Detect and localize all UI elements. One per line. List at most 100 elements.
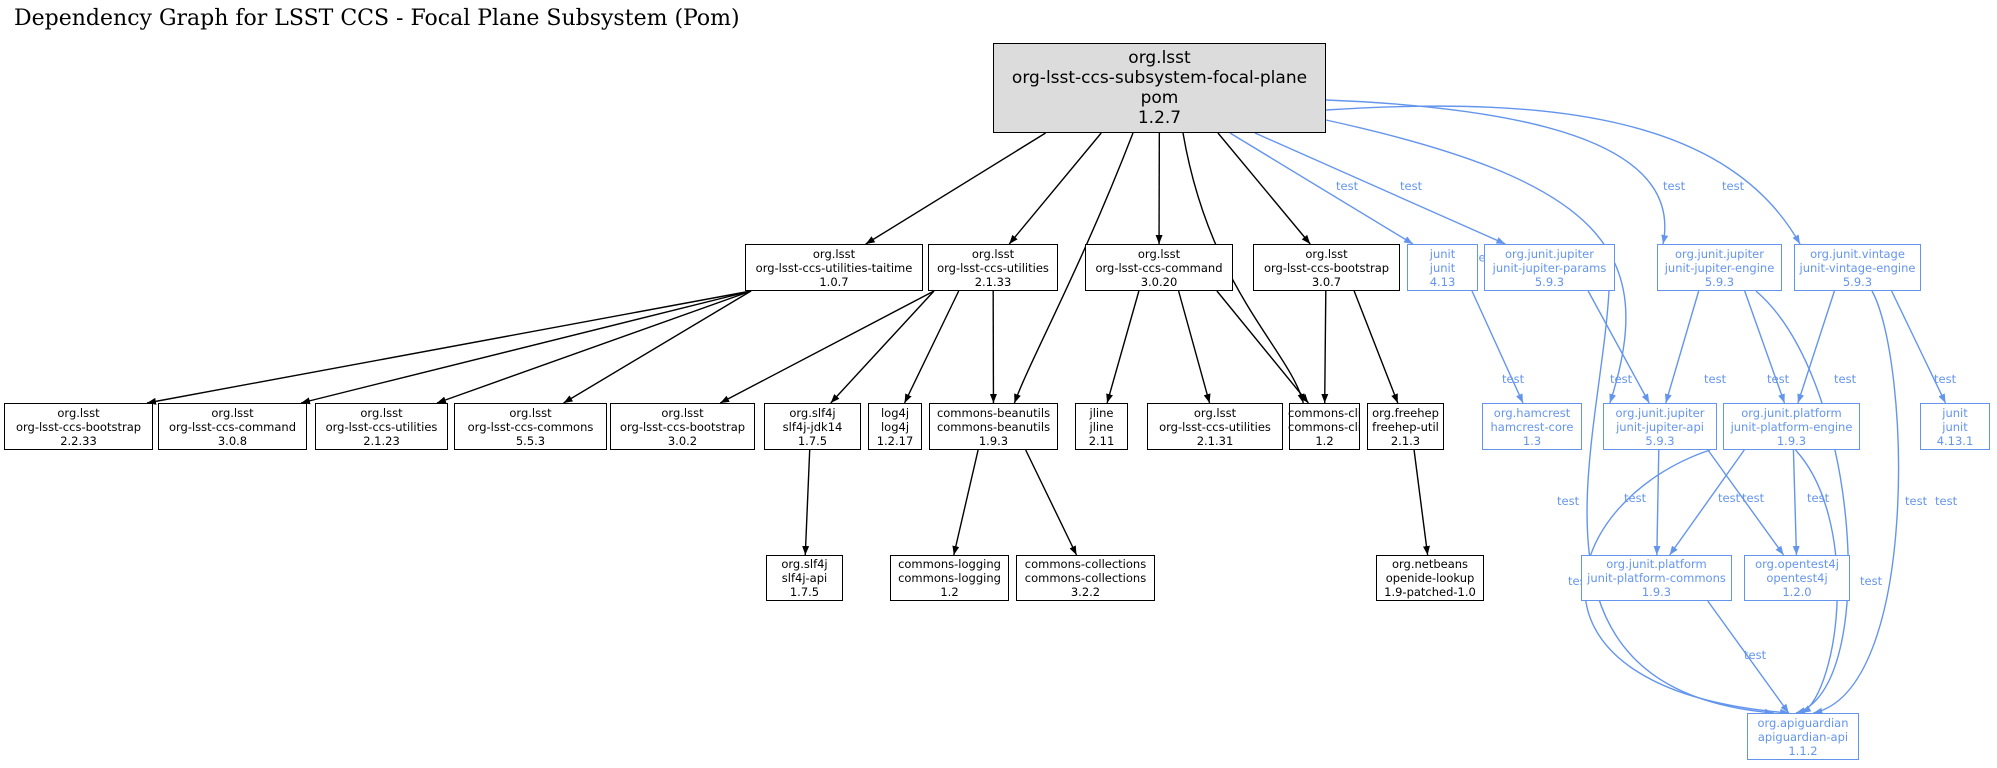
node-label-line: junit — [1429, 246, 1456, 261]
node-label-line: 2.11 — [1088, 433, 1115, 448]
node-label-line: 1.2.0 — [1782, 585, 1812, 599]
edge-root-to-util2133 — [1008, 132, 1102, 245]
node-label-line: org.junit.jupiter — [1615, 405, 1705, 420]
node-label-line: org-lsst-ccs-bootstrap — [1263, 260, 1390, 275]
edge-jengine-to-japi — [1664, 290, 1700, 404]
edge-vintage-to-pengine — [1797, 290, 1836, 404]
node-label-line: opentest4j — [1766, 571, 1828, 585]
edge-label-test: test — [1807, 491, 1830, 505]
node-label-line: org.slf4j — [781, 557, 828, 571]
node-label-line: org.hamcrest — [1493, 405, 1571, 420]
edge-label-test: test — [1336, 179, 1359, 193]
node-label-line: org-lsst-ccs-command — [1095, 260, 1223, 275]
edge-jparams-to-japi — [1587, 290, 1650, 404]
node-label-line: 1.7.5 — [797, 433, 828, 448]
edge-pengine-to-opentest4j — [1792, 449, 1800, 556]
node-label-line: org.lsst — [57, 405, 100, 420]
edge-root-to-junit413 — [1229, 132, 1414, 245]
node-label-line: 3.0.8 — [217, 433, 248, 448]
node-label-line: 1.9.3 — [1641, 585, 1672, 599]
edge-pcommons-to-apiguardian — [1707, 600, 1790, 714]
edge-root-to-jparams — [1254, 132, 1506, 245]
edge-root-to-japi — [1325, 119, 1627, 404]
node-label-line: pom — [1140, 88, 1179, 108]
node-label-line: org.lsst — [812, 246, 856, 261]
node-label-line: commons-cli — [1288, 405, 1361, 420]
edge-label-test: test — [1718, 491, 1741, 505]
edge-root-to-boot307 — [1217, 132, 1311, 245]
edge-label-test: test — [1935, 494, 1958, 508]
node-label-line: org-lsst-ccs-subsystem-focal-plane — [1011, 68, 1308, 88]
node-label-line: 1.2 — [940, 585, 959, 599]
node-label-line: commons-collections — [1024, 571, 1147, 585]
edge-taitime-to-util2123 — [436, 290, 752, 404]
edge-japi-to-opentest4j — [1707, 449, 1785, 556]
node-label-line: org.lsst — [1128, 48, 1191, 68]
node-label-line: 1.1.2 — [1788, 743, 1818, 758]
node-label-line: 5.9.3 — [1534, 274, 1565, 289]
node-label-line: junit — [1942, 419, 1968, 434]
node-label-line: org-lsst-ccs-bootstrap — [15, 419, 142, 434]
edge-label-test: test — [1934, 372, 1957, 386]
edge-root-to-vintage — [1325, 105, 1801, 245]
node-label-line: hamcrest-core — [1490, 419, 1574, 434]
node-label-line: 2.2.33 — [60, 433, 97, 448]
node-label-line: 5.9.3 — [1645, 433, 1675, 448]
node-label-line: org.lsst — [509, 405, 552, 420]
node-label-line: 1.3 — [1522, 433, 1542, 448]
node-label-line: 5.9.3 — [1704, 274, 1735, 289]
node-label-line: org.junit.vintage — [1810, 246, 1905, 261]
edge-label-test: test — [1722, 179, 1745, 193]
node-label-line: org-lsst-ccs-utilities — [325, 419, 438, 434]
edge-label-test: test — [1905, 494, 1928, 508]
node-label-line: 1.7.5 — [789, 585, 820, 599]
node-label-line: commons-logging — [898, 571, 1001, 585]
edge-junit413-to-hamcrest — [1471, 290, 1524, 404]
node-label-line: 4.13 — [1429, 274, 1456, 289]
graph-title: Dependency Graph for LSST CCS - Focal Pl… — [14, 6, 740, 31]
edge-label-test: test — [1624, 491, 1647, 505]
node-label-line: 1.9.3 — [978, 433, 1009, 448]
edge-boot307-to-freehep — [1353, 290, 1399, 404]
node-label-line: apiguardian-api — [1757, 729, 1849, 744]
node-label-line: org.netbeans — [1391, 557, 1469, 571]
node-label-line: 2.1.31 — [1196, 433, 1234, 448]
node-label-line: org.lsst — [1193, 405, 1237, 420]
edge-jengine-to-pengine — [1744, 290, 1786, 404]
edge-cmd3020-to-util2131 — [1177, 290, 1211, 404]
node-label-line: commons-collections — [1024, 557, 1147, 571]
node-label-line: org.junit.platform — [1741, 405, 1842, 420]
node-label-line: 1.9.3 — [1776, 433, 1807, 448]
node-label-line: 5.5.3 — [515, 433, 546, 448]
edge-util2133-to-boot302 — [719, 290, 935, 404]
edge-label-test: test — [1502, 372, 1525, 386]
edge-root-to-cli — [1182, 132, 1305, 404]
edge-root-to-taitime — [865, 132, 1046, 245]
edge-freehep-to-openid — [1413, 449, 1430, 556]
node-label-line: org-lsst-ccs-utilities — [937, 260, 1049, 275]
edge-label-test: test — [1742, 491, 1765, 505]
edge-util2133-to-slf4jjdk — [830, 290, 935, 404]
edge-taitime-to-cmd308 — [300, 290, 752, 405]
